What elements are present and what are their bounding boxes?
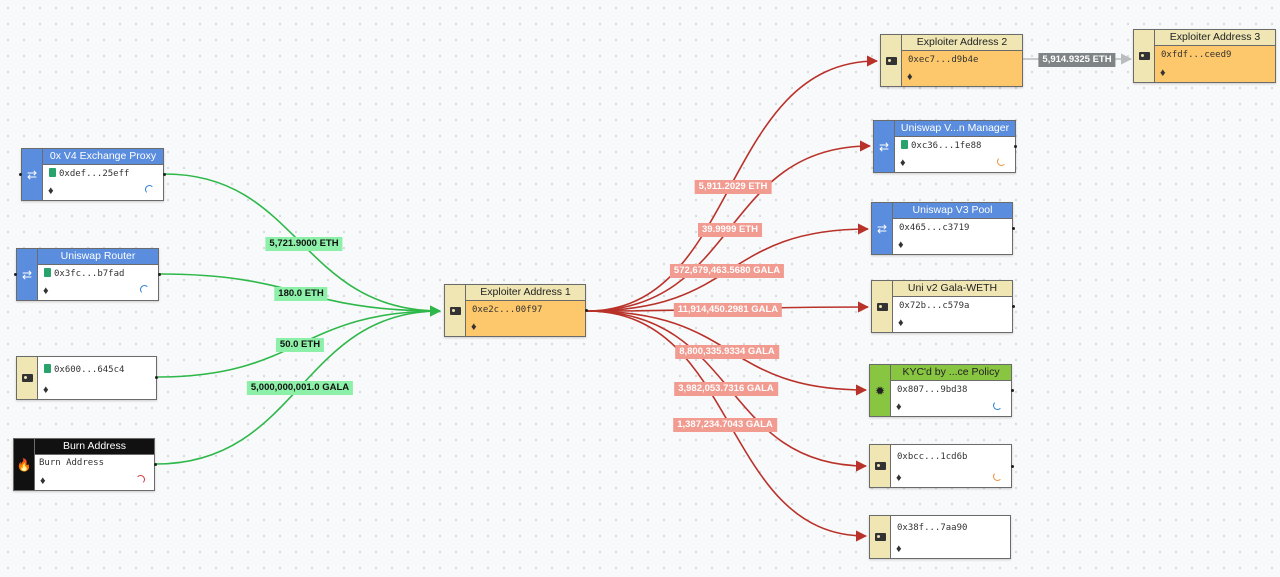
swap-icon: ⇄ [872,203,893,254]
eth-icon: ♦ [48,185,54,197]
port-dot[interactable] [19,173,22,176]
eth-icon: ♦ [896,401,902,413]
id-card-icon [870,445,891,487]
edge-label[interactable]: 5,721.9000 ETH [265,237,343,251]
eth-icon: ♦ [43,384,49,396]
eth-icon: ♦ [896,543,902,555]
node-uni-v2-gala-weth[interactable]: Uni v2 Gala-WETH 0x72b...c579a ♦ [871,280,1013,333]
node-address: 0xfdf...ceed9 [1161,50,1232,60]
edge-label[interactable]: 5,911.2029 ETH [694,180,772,194]
node-0xbcc[interactable]: 0xbcc...1cd6b ♦ [869,444,1012,488]
id-card-icon [870,516,891,558]
edge-label[interactable]: 3,982,053.7316 GALA [674,382,778,396]
port-dot[interactable] [154,463,157,466]
node-address: 0x3fc...b7fad [54,269,125,279]
id-card-icon [881,35,902,86]
port-dot[interactable] [163,173,166,176]
edge-label[interactable]: 50.0 ETH [275,338,325,352]
risk-indicator-icon [140,285,149,294]
bug-icon: ✹ [870,365,891,416]
node-kyc-policy[interactable]: ✹ KYC'd by ...ce Policy 0x807...9bd38 ♦ [869,364,1012,417]
node-uniswap-router[interactable]: ⇄ Uniswap Router 0x3fc...b7fad ♦ [16,248,159,301]
swap-icon: ⇄ [874,121,895,172]
node-address: 0x465...c3719 [899,223,970,233]
node-address: 0x807...9bd38 [897,385,968,395]
fire-icon: 🔥 [14,439,35,490]
node-uniswap-manager[interactable]: ⇄ Uniswap V...n Manager 0xc36...1fe88 ♦ [873,120,1016,173]
node-address: 0x72b...c579a [899,301,970,311]
id-card-icon [1134,30,1155,82]
node-exploiter-address-1[interactable]: Exploiter Address 1 0xe2c...00f97 ♦ [444,284,586,337]
node-exploiter-address-2[interactable]: Exploiter Address 2 0xec7...d9b4e ♦ [880,34,1023,87]
node-uniswap-v3-pool[interactable]: ⇄ Uniswap V3 Pool 0x465...c3719 ♦ [871,202,1013,255]
contract-icon [44,364,51,373]
risk-indicator-icon [997,157,1006,166]
node-address: 0x38f...7aa90 [897,523,968,533]
eth-icon: ♦ [907,71,913,83]
port-dot[interactable] [1012,305,1015,308]
swap-icon: ⇄ [17,249,38,300]
node-title: Uni v2 Gala-WETH [893,281,1012,297]
node-title: Burn Address [35,439,154,455]
node-0x38f[interactable]: 0x38f...7aa90 ♦ [869,515,1011,559]
eth-icon: ♦ [898,239,904,251]
port-dot[interactable] [1011,465,1014,468]
edge-label[interactable]: 39.9999 ETH [698,223,762,237]
risk-indicator-icon [993,472,1002,481]
edge-label[interactable]: 11,914,450.2981 GALA [673,303,783,317]
swap-icon: ⇄ [22,149,43,200]
node-address: Burn Address [39,458,105,468]
edge-label[interactable]: 180.0 ETH [274,287,328,301]
node-title: KYC'd by ...ce Policy [891,365,1011,381]
port-dot[interactable] [14,273,17,276]
edge-label[interactable]: 572,679,463.5680 GALA [669,264,785,278]
node-title: Exploiter Address 2 [902,35,1022,51]
contract-icon [901,140,908,149]
node-title: Uniswap Router [38,249,158,265]
edge-label[interactable]: 8,800,335.9334 GALA [675,345,779,359]
risk-indicator-icon [993,401,1002,410]
id-card-icon [445,285,466,336]
eth-icon: ♦ [471,321,477,333]
eth-icon: ♦ [896,472,902,484]
port-dot[interactable] [155,376,158,379]
node-address: 0xe2c...00f97 [472,305,543,315]
port-dot[interactable] [585,309,588,312]
node-title: 0x V4 Exchange Proxy [43,149,163,165]
node-title: Uniswap V...n Manager [895,121,1015,137]
risk-indicator-icon [145,185,154,194]
node-0x-v4-exchange-proxy[interactable]: ⇄ 0x V4 Exchange Proxy 0xdef...25eff ♦ [21,148,164,201]
node-exploiter-address-3[interactable]: Exploiter Address 3 0xfdf...ceed9 ♦ [1133,29,1276,83]
node-address: 0xdef...25eff [59,169,130,179]
port-dot[interactable] [1014,145,1017,148]
edge-label[interactable]: 5,000,000,001.0 GALA [246,381,354,395]
port-dot[interactable] [1011,389,1014,392]
eth-icon: ♦ [1160,67,1166,79]
node-address: 0xc36...1fe88 [911,141,982,151]
port-dot[interactable] [1012,227,1015,230]
id-card-icon [17,357,38,399]
node-title: Uniswap V3 Pool [893,203,1012,219]
node-0x600[interactable]: 0x600...645c4 ♦ [16,356,157,400]
node-address: 0xbcc...1cd6b [897,452,968,462]
eth-icon: ♦ [40,475,46,487]
node-address: 0x600...645c4 [54,365,125,375]
node-title: Exploiter Address 1 [466,285,585,301]
contract-icon [49,168,56,177]
node-title: Exploiter Address 3 [1155,30,1275,46]
node-address: 0xec7...d9b4e [908,55,979,65]
eth-icon: ♦ [900,157,906,169]
eth-icon: ♦ [43,285,49,297]
node-burn-address[interactable]: 🔥 Burn Address Burn Address ♦ [13,438,155,491]
port-dot[interactable] [158,273,161,276]
risk-indicator-icon [136,475,145,484]
edge-label[interactable]: 1,387,234.7043 GALA [673,418,777,432]
contract-icon [44,268,51,277]
id-card-icon [872,281,893,332]
edge-label[interactable]: 5,914.9325 ETH [1038,53,1116,67]
eth-icon: ♦ [898,317,904,329]
